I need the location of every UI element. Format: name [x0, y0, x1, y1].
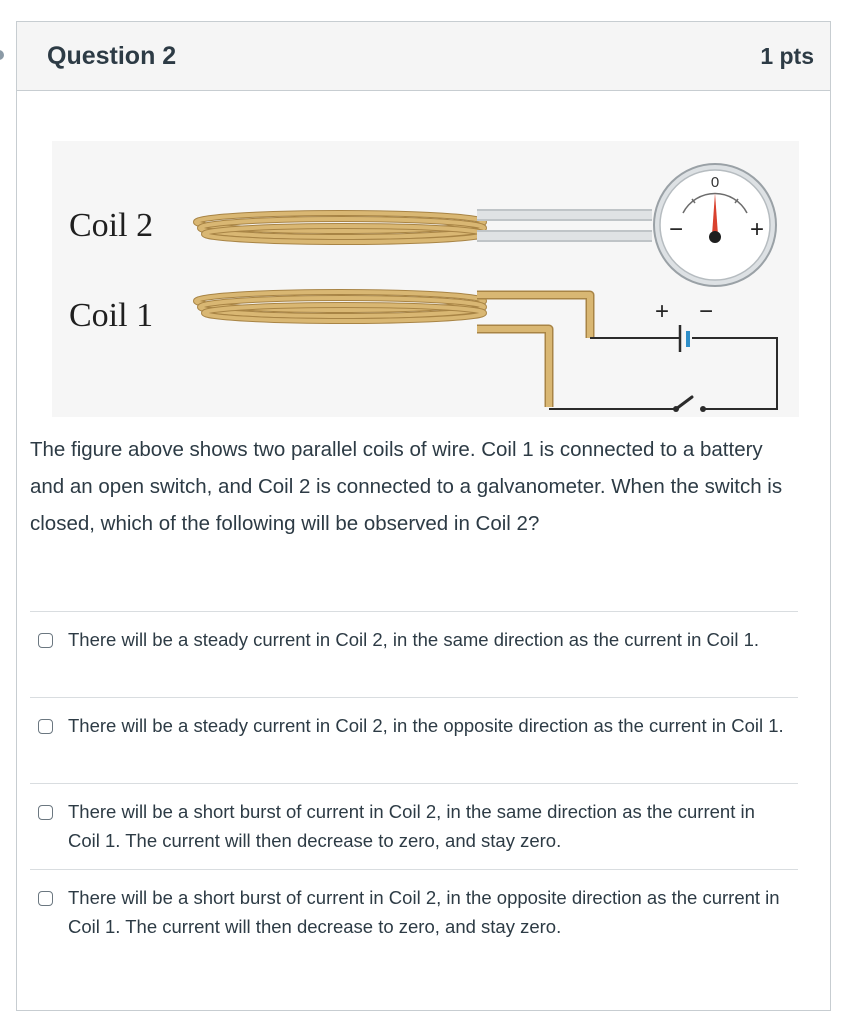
coil-1-label: Coil 1	[69, 297, 153, 334]
coil-2	[193, 210, 487, 245]
answer-option-4[interactable]: There will be a short burst of current i…	[30, 869, 798, 955]
answer-checkbox-4[interactable]	[38, 891, 53, 906]
open-switch	[673, 395, 706, 412]
battery-plus-label: +	[655, 298, 669, 325]
answer-option-2[interactable]: There will be a steady current in Coil 2…	[30, 697, 798, 783]
answer-label-4[interactable]: There will be a short burst of current i…	[68, 887, 780, 937]
battery-minus-label: −	[699, 298, 713, 325]
answer-checkbox-3[interactable]	[38, 805, 53, 820]
question-text: The figure above shows two parallel coil…	[30, 438, 783, 535]
answer-label-1[interactable]: There will be a steady current in Coil 2…	[68, 629, 759, 650]
galvanometer-leads	[477, 209, 652, 242]
question-header: Question 2 1 pts	[17, 22, 830, 91]
circuit-wires	[549, 337, 778, 410]
question-title: Question 2	[47, 41, 177, 70]
coils-figure: Coil 2 Coil 1	[52, 141, 799, 417]
galvanometer-zero-label: 0	[711, 174, 719, 191]
battery: + −	[655, 298, 713, 352]
galvanometer-needle	[712, 193, 718, 235]
galvanometer-plus-label: +	[750, 216, 764, 243]
question-points: 1 pts	[760, 42, 814, 69]
galvanometer-minus-label: −	[669, 216, 683, 243]
coil-2-label: Coil 2	[69, 207, 153, 244]
coil-1	[193, 289, 487, 324]
answer-list: There will be a steady current in Coil 2…	[30, 611, 798, 955]
answer-checkbox-2[interactable]	[38, 719, 53, 734]
answer-label-3[interactable]: There will be a short burst of current i…	[68, 801, 755, 851]
question-indicator-dot	[0, 50, 4, 60]
answer-checkbox-1[interactable]	[38, 633, 53, 648]
galvanometer: 0 − +	[653, 163, 777, 287]
answer-option-1[interactable]: There will be a steady current in Coil 2…	[30, 611, 798, 697]
coil-1-leads	[477, 290, 595, 407]
answer-option-3[interactable]: There will be a short burst of current i…	[30, 783, 798, 869]
answer-label-2[interactable]: There will be a steady current in Coil 2…	[68, 715, 784, 736]
